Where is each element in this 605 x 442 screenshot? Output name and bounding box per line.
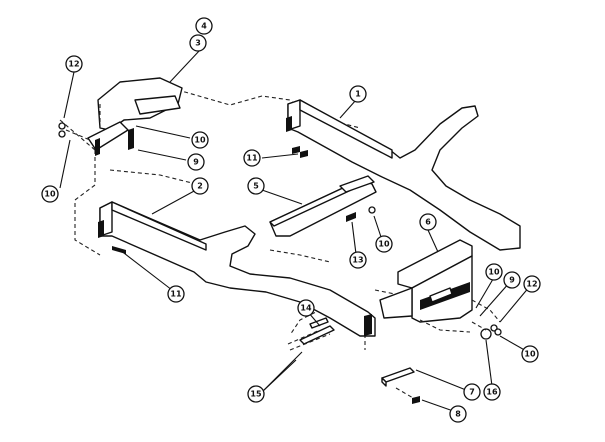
callout-16: 16 <box>483 383 501 401</box>
svg-text:3: 3 <box>195 39 201 48</box>
cross-channel-member <box>269 175 377 237</box>
callout-10-right: 10 <box>485 263 503 281</box>
callout-11-top: 11 <box>243 149 261 167</box>
callout-14: 14 <box>297 299 315 317</box>
svg-text:16: 16 <box>486 388 498 397</box>
svg-text:6: 6 <box>425 218 431 227</box>
leader-lines <box>59 49 531 413</box>
callout-7: 7 <box>463 383 481 401</box>
frame-rail-right <box>286 99 521 251</box>
svg-text:8: 8 <box>455 410 461 419</box>
svg-text:14: 14 <box>300 304 312 313</box>
svg-text:10: 10 <box>378 240 390 249</box>
callout-12-right: 12 <box>523 275 541 293</box>
svg-text:5: 5 <box>253 182 259 191</box>
svg-text:2: 2 <box>197 182 203 191</box>
fasteners-right <box>471 321 502 340</box>
svg-text:9: 9 <box>193 158 199 167</box>
callout-8: 8 <box>449 405 467 423</box>
svg-text:13: 13 <box>352 256 363 265</box>
callout-4: 4 <box>195 17 213 35</box>
fasteners-front <box>287 317 335 351</box>
svg-text:11: 11 <box>246 154 258 163</box>
plate-and-screw <box>381 367 421 404</box>
callout-9-left: 9 <box>187 153 205 171</box>
svg-text:12: 12 <box>526 280 537 289</box>
callout-13: 13 <box>349 251 367 269</box>
frame-rail-left <box>98 201 376 337</box>
svg-text:10: 10 <box>488 268 500 277</box>
callout-10-top: 10 <box>191 131 209 149</box>
svg-text:12: 12 <box>68 60 79 69</box>
svg-text:10: 10 <box>44 190 56 199</box>
svg-text:15: 15 <box>250 390 262 399</box>
svg-text:10: 10 <box>194 136 206 145</box>
callout-1: 1 <box>349 85 367 103</box>
callout-2: 2 <box>191 177 209 195</box>
callout-15: 15 <box>247 385 265 403</box>
callout-6: 6 <box>419 213 437 231</box>
bracket-assembly-top-left <box>87 77 183 156</box>
callout-10-mid: 10 <box>375 235 393 253</box>
svg-text:1: 1 <box>355 90 361 99</box>
callout-12-left: 12 <box>65 55 83 73</box>
callout-10-bottom: 10 <box>521 345 539 363</box>
callout-9-right: 9 <box>503 271 521 289</box>
callout-10-left: 10 <box>41 185 59 203</box>
svg-text:4: 4 <box>201 22 207 31</box>
callout-11-bottom: 11 <box>167 285 185 303</box>
svg-text:7: 7 <box>469 388 475 397</box>
callout-5: 5 <box>247 177 265 195</box>
svg-text:10: 10 <box>524 350 536 359</box>
callout-labels: 4 3 12 1 10 11 9 5 2 10 6 10 13 10 9 12 … <box>41 17 541 423</box>
fasteners-left <box>58 122 134 150</box>
svg-text:11: 11 <box>170 290 182 299</box>
svg-text:9: 9 <box>509 276 515 285</box>
callout-3: 3 <box>189 34 207 52</box>
rear-mount-bracket <box>379 239 501 333</box>
